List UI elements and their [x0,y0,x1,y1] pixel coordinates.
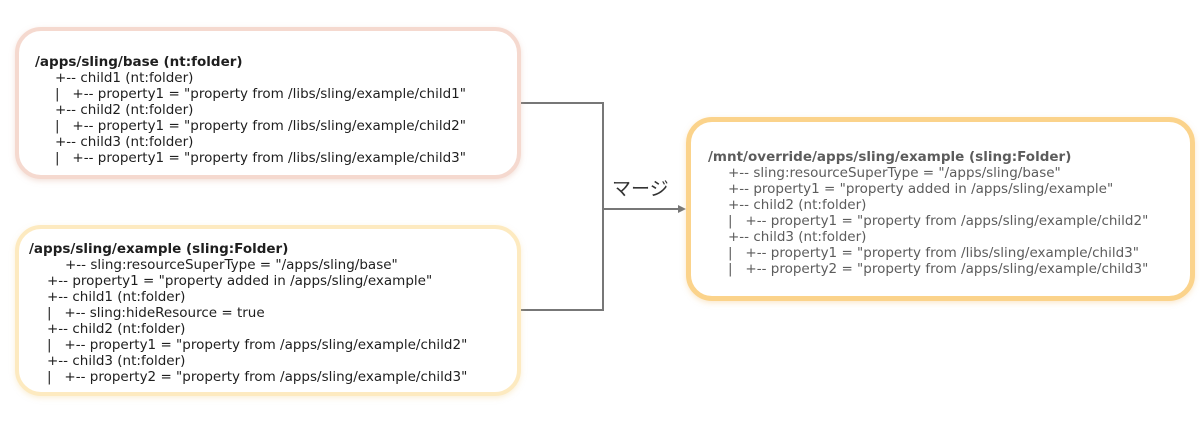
tree-line: | +-- property1 = "property from /apps/s… [728,213,1149,229]
tree-line: +-- child2 (nt:folder) [728,197,867,213]
connector-from-example [521,209,604,311]
tree-line: +-- sling:resourceSuperType = "/apps/sli… [728,165,1061,181]
tree-line: | +-- property1 = "property from /libs/s… [728,245,1139,261]
tree-line: | +-- property1 = "property from /libs/s… [55,150,466,166]
tree-line: +-- sling:resourceSuperType = "/apps/sli… [65,257,398,273]
tree-line: | +-- property1 = "property from /libs/s… [55,118,466,134]
tree-line: | +-- property1 = "property from /libs/s… [55,86,466,102]
tree-line: +-- child2 (nt:folder) [55,102,194,118]
tree-line: +-- property1 = "property added in /apps… [47,273,433,289]
tree-line: +-- child1 (nt:folder) [55,70,194,86]
tree-line: | +-- property2 = "property from /apps/s… [47,369,468,385]
merged-result-title: /mnt/override/apps/sling/example (sling:… [708,149,1072,165]
tree-line: | +-- sling:hideResource = true [47,305,265,321]
tree-line: +-- child2 (nt:folder) [47,321,186,337]
base-node-box: /apps/sling/base (nt:folder) +-- child1 … [15,27,521,179]
tree-line: +-- child3 (nt:folder) [55,134,194,150]
tree-line: +-- child1 (nt:folder) [47,289,186,305]
tree-line: | +-- property1 = "property from /apps/s… [47,337,468,353]
merge-label: マージ [612,178,669,200]
tree-line: | +-- property2 = "property from /apps/s… [728,261,1149,277]
merged-result-box: /mnt/override/apps/sling/example (sling:… [686,117,1195,301]
base-node-title: /apps/sling/base (nt:folder) [35,54,243,70]
tree-line: +-- child3 (nt:folder) [47,353,186,369]
tree-line: +-- property1 = "property added in /apps… [728,181,1114,197]
connector-from-base [521,102,604,209]
example-node-title: /apps/sling/example (sling:Folder) [29,241,289,257]
example-node-box: /apps/sling/example (sling:Folder) +-- s… [15,225,521,396]
tree-line: +-- child3 (nt:folder) [728,229,867,245]
